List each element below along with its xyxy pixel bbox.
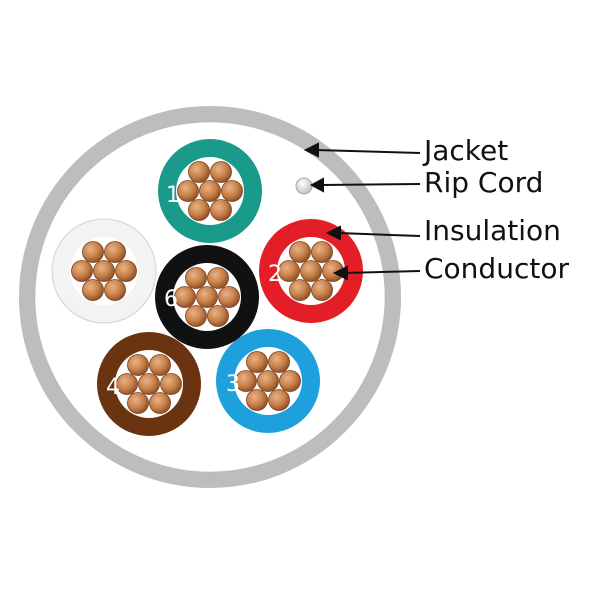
conductor-strand [149, 392, 171, 414]
conductor-strand [104, 279, 126, 301]
conductor-label: Conductor [424, 252, 569, 285]
conductor-strand [116, 373, 138, 395]
conductor-strand [268, 351, 290, 373]
conductor-strand [185, 267, 207, 289]
wire-number: 3 [226, 372, 240, 397]
conductor-strand [289, 241, 311, 263]
wire-white [51, 218, 157, 324]
conductor-strand [289, 279, 311, 301]
conductor-strand [207, 305, 229, 327]
rip-cord-leader [319, 183, 421, 186]
jacket-label: Jacket [422, 134, 508, 167]
conductor-strand [149, 354, 171, 376]
conductor-strand [174, 286, 196, 308]
conductor-strand [127, 392, 149, 414]
conductor-strand [300, 260, 322, 282]
conductor-strand [127, 354, 149, 376]
conductor-strand [82, 241, 104, 263]
conductor-strand [235, 370, 257, 392]
conductor-strand [104, 241, 126, 263]
conductor-strand [188, 199, 210, 221]
conductor-strand [185, 305, 207, 327]
wire-number: 6 [164, 287, 178, 312]
conductor-strand [199, 180, 221, 202]
conductor-strand [160, 373, 182, 395]
conductor-leader [343, 270, 421, 274]
wire-number: 2 [268, 262, 282, 287]
rip-cord-label: Rip Cord [424, 166, 543, 199]
wire-number: 1 [166, 183, 180, 208]
conductor-strand [257, 370, 279, 392]
conductor-strand [93, 260, 115, 282]
wire-4: 4 [97, 332, 201, 436]
callout-lines [303, 142, 421, 281]
wire-group: 1 2 3 4 6 [51, 139, 363, 436]
conductor-strand [138, 373, 160, 395]
conductor-strand [279, 370, 301, 392]
conductor-strand [311, 241, 333, 263]
conductor-strand [221, 180, 243, 202]
conductor-strand [218, 286, 240, 308]
wire-1: 1 [158, 139, 262, 243]
rip-cord [295, 177, 313, 195]
wire-6: 6 [155, 245, 259, 349]
conductor-strand [177, 180, 199, 202]
insulation-label: Insulation [424, 214, 561, 247]
conductor-strand [82, 279, 104, 301]
conductor-strand [71, 260, 93, 282]
wire-2: 2 [259, 219, 363, 323]
wire-3: 3 [216, 329, 320, 433]
jacket-leader [315, 149, 421, 154]
conductor-strand [115, 260, 137, 282]
conductor-strand [268, 389, 290, 411]
jacket-ring [19, 106, 401, 488]
conductor-strand [210, 161, 232, 183]
conductor-strand [278, 260, 300, 282]
wire-number: 4 [106, 375, 120, 400]
conductor-strand [188, 161, 210, 183]
conductor-strand [207, 267, 229, 289]
insulation-leader [337, 232, 421, 237]
conductor-strand [246, 351, 268, 373]
conductor-strand [210, 199, 232, 221]
conductor-strand [196, 286, 218, 308]
conductor-strand [246, 389, 268, 411]
conductor-strand [311, 279, 333, 301]
